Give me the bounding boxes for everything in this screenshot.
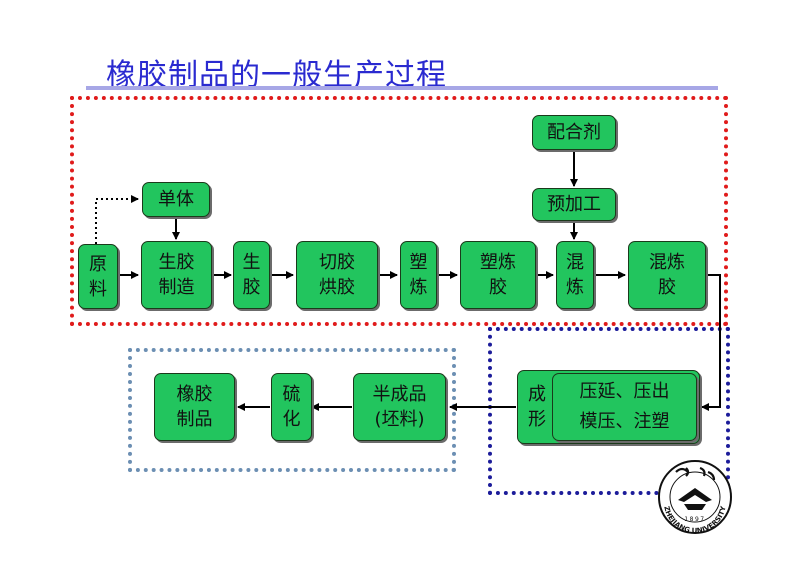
node-cut-dry: 切胶 烘胶 (296, 241, 378, 309)
node-mixing: 混 炼 (556, 241, 594, 309)
node-forming-methods: 压延、压出 模压、注塑 (552, 373, 697, 441)
node-rubber-product: 橡胶 制品 (154, 373, 235, 441)
node-raw-rubber: 生 胶 (233, 241, 270, 309)
svg-text:1897: 1897 (684, 516, 705, 523)
node-monomer: 单体 (142, 182, 210, 217)
node-compounding-agent: 配合剂 (532, 115, 616, 150)
node-plasticated-rubber: 塑炼 胶 (460, 241, 536, 309)
node-mixed-rubber: 混炼 胶 (628, 241, 706, 309)
node-plasticate: 塑 炼 (400, 241, 437, 309)
arrow-raw-to-monomer (95, 195, 139, 244)
red-dotted-frame-rubber-prep (70, 96, 728, 326)
zhejiang-university-emblem: 1897 ZHEJIANG UNIVERSITY (658, 460, 732, 535)
node-raw-material: 原 料 (78, 244, 118, 309)
node-vulcanize: 硫 化 (271, 373, 312, 441)
arrow-mixed-to-forming (701, 274, 721, 411)
node-preprocessing: 预加工 (532, 188, 616, 221)
title-underline (86, 86, 718, 90)
blue-dotted-frame-forming (488, 327, 730, 495)
node-semi-finished: 半成品 (坯料) (353, 373, 446, 441)
node-rubber-synthesis: 生胶 制造 (141, 241, 212, 309)
